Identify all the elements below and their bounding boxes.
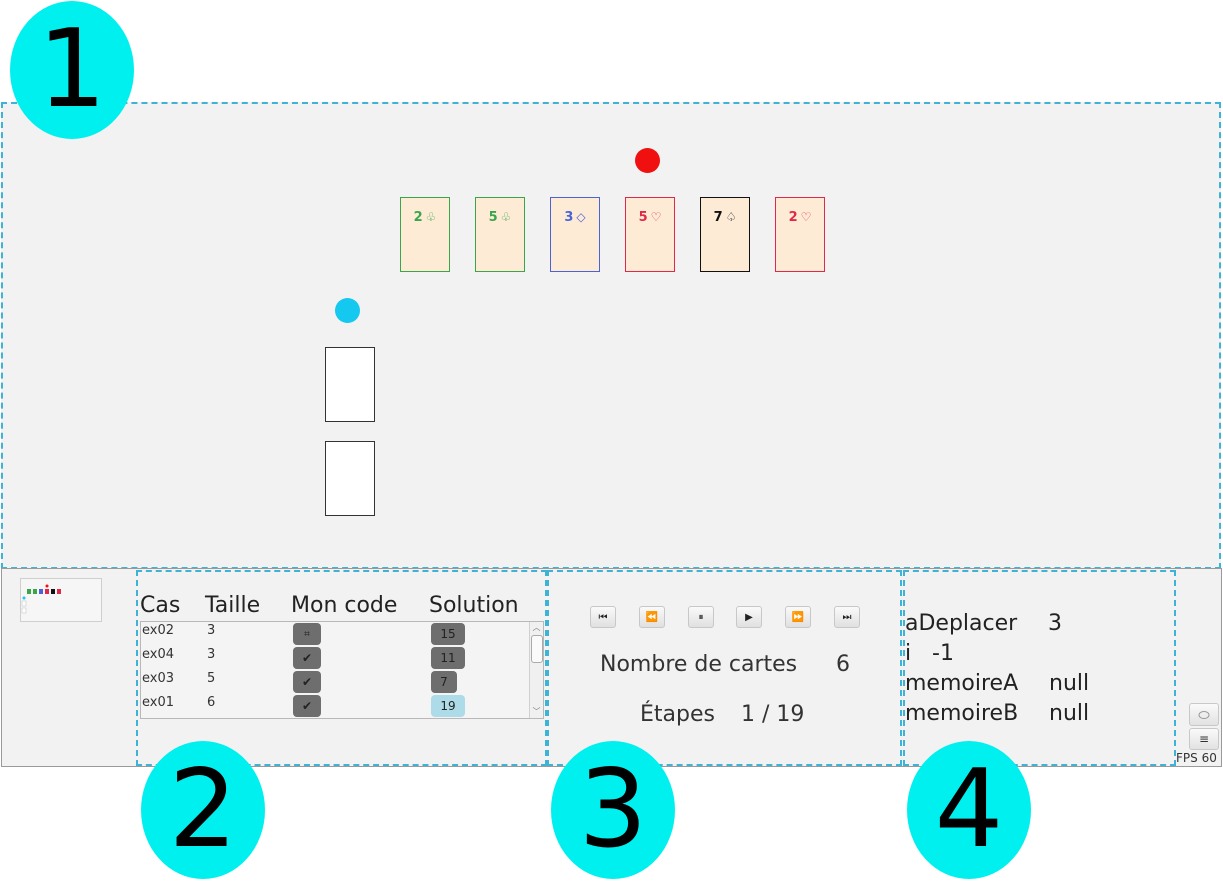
board-canvas	[1, 102, 1221, 569]
variable-value: null	[1049, 701, 1090, 726]
cards-count-label: Nombre de cartes	[600, 652, 798, 677]
card-rank: 2	[788, 210, 798, 225]
solution-steps[interactable]: 11	[431, 647, 465, 669]
comment-button[interactable]	[1189, 703, 1219, 726]
col-header-case[interactable]: Cas	[140, 593, 181, 618]
card: 3◇	[550, 197, 600, 272]
table-row[interactable]	[141, 670, 531, 694]
fps-counter: FPS 60	[1176, 751, 1217, 765]
scroll-thumb[interactable]	[531, 635, 543, 663]
card: 2♧	[400, 197, 450, 272]
variable-name: i	[905, 641, 912, 666]
last-step-button[interactable]: ⏭	[834, 606, 860, 628]
solution-steps[interactable]: 15	[431, 623, 465, 645]
scroll-up-arrow[interactable]: ︿	[532, 623, 541, 632]
table-row[interactable]	[141, 622, 531, 646]
row-case: ex02	[142, 623, 175, 638]
preview-thumbnail[interactable]	[20, 578, 102, 622]
hamburger-icon: ≡	[1198, 732, 1210, 746]
cases-list: ︿ ﹀	[140, 621, 544, 719]
steps-value: 1 / 19	[741, 702, 805, 727]
callout-badge-2: 2	[141, 741, 265, 879]
cases-pane	[136, 570, 547, 766]
card-suit: ♡	[650, 210, 662, 224]
previous-step-button[interactable]: ⏪	[639, 606, 665, 628]
list-scrollbar[interactable]: ︿ ﹀	[529, 622, 543, 718]
col-header-size[interactable]: Taille	[205, 593, 261, 618]
card-suit: ♧	[425, 210, 437, 224]
card-suit: ◇	[576, 210, 586, 224]
play-button[interactable]: ▶	[736, 606, 762, 628]
my-code-status[interactable]: ✔	[293, 695, 321, 717]
card-rank: 5	[638, 210, 648, 225]
memory-slot-a	[325, 347, 375, 422]
menu-button[interactable]: ≡	[1189, 728, 1219, 750]
card: 2♡	[775, 197, 825, 272]
card-rank: 3	[564, 210, 574, 225]
row-case: ex01	[142, 695, 175, 710]
variable-name: memoireB	[905, 701, 1019, 726]
my-code-status[interactable]: ✔	[293, 647, 321, 669]
playback-pane	[547, 570, 902, 766]
steps-label: Étapes	[640, 702, 715, 727]
cards-count-value: 6	[836, 652, 850, 677]
memory-slot-b	[325, 441, 375, 516]
table-row[interactable]	[141, 646, 531, 670]
my-code-status[interactable]: ⌗	[293, 623, 321, 645]
solution-steps-selected[interactable]: 19	[431, 695, 465, 717]
variable-value: -1	[932, 641, 954, 666]
speech-bubble-icon	[1198, 710, 1210, 719]
table-row[interactable]	[141, 694, 531, 718]
red-pointer-dot	[635, 148, 660, 173]
card: 5♡	[625, 197, 675, 272]
variable-name: aDeplacer	[905, 611, 1018, 636]
row-size: 3	[207, 623, 216, 638]
variables-pane	[903, 570, 1176, 766]
card-suit: ♡	[800, 210, 812, 224]
next-step-button[interactable]: ⏩	[785, 606, 811, 628]
card-rank: 2	[413, 210, 423, 225]
row-size: 3	[207, 647, 216, 662]
my-code-status[interactable]: ✔	[293, 671, 321, 693]
blue-pointer-dot	[335, 298, 360, 323]
variable-name: memoireA	[905, 671, 1019, 696]
solution-steps[interactable]: 7	[431, 671, 457, 693]
callout-badge-4: 4	[907, 741, 1031, 879]
card: 7♤	[700, 197, 750, 272]
row-case: ex03	[142, 671, 175, 686]
col-header-solution[interactable]: Solution	[429, 593, 519, 618]
card: 5♧	[475, 197, 525, 272]
scroll-down-arrow[interactable]: ﹀	[532, 707, 541, 716]
card-rank: 5	[488, 210, 498, 225]
col-header-my-code[interactable]: Mon code	[291, 593, 398, 618]
row-case: ex04	[142, 647, 175, 662]
row-size: 6	[207, 695, 216, 710]
callout-badge-1: 1	[10, 1, 134, 139]
card-rank: 7	[713, 210, 723, 225]
pause-button[interactable]: ⏸	[688, 606, 714, 628]
callout-badge-3: 3	[551, 741, 675, 879]
first-step-button[interactable]: ⏮	[590, 606, 616, 628]
row-size: 5	[207, 671, 216, 686]
variable-value: 3	[1048, 611, 1062, 636]
card-suit: ♤	[725, 210, 737, 224]
card-suit: ♧	[500, 210, 512, 224]
preview-cards-icon	[21, 584, 61, 614]
variable-value: null	[1049, 671, 1090, 696]
